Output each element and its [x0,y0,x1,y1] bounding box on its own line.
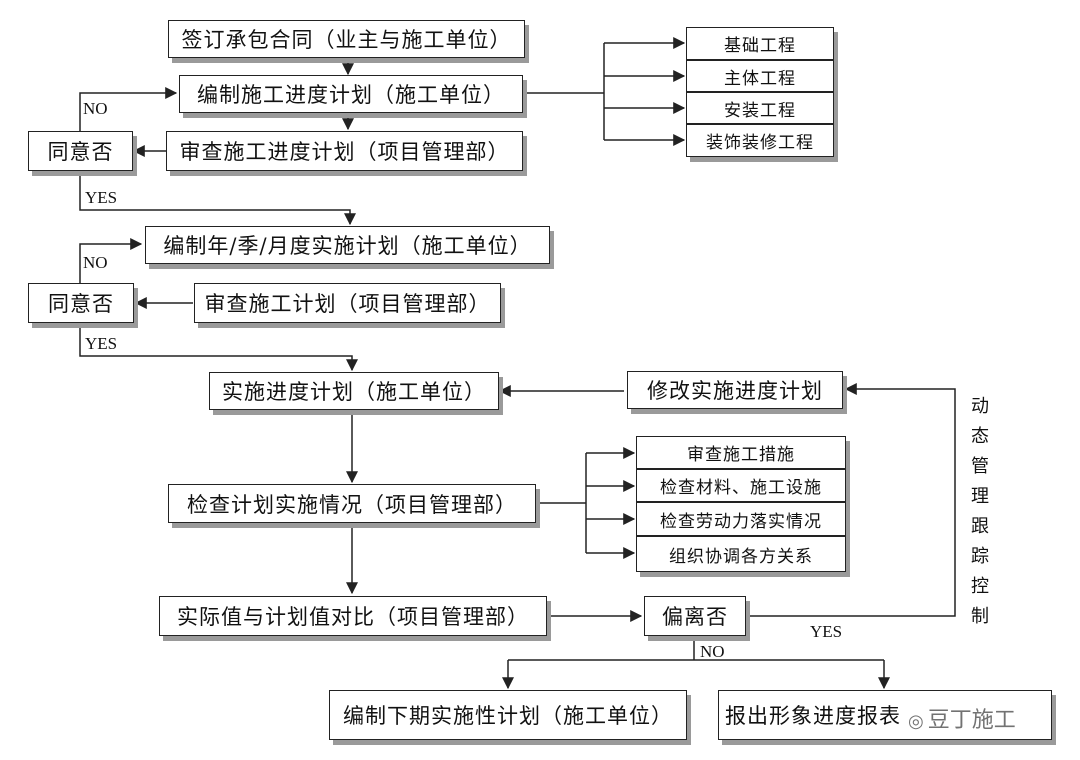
watermark-text: 豆丁施工 [927,707,1016,732]
progress-report-box: 报出形象进度报表 [718,690,1052,740]
agree-decision-box-1: 同意否 [28,131,133,171]
review-plan-box: 审查施工计划（项目管理部） [194,283,501,323]
work-item-main-structure: 主体工程 [686,60,834,92]
check-item-coordination: 组织协调各方关系 [636,536,846,572]
deviation-decision-box: 偏离否 [644,596,746,636]
agree-decision-box-2: 同意否 [28,283,134,323]
dynamic-tracking-label: 动态管理跟踪控制 [971,396,989,627]
sign-contract-box: 签订承包合同（业主与施工单位） [168,20,525,58]
yes-label-3: YES [810,622,843,641]
no-label-3: NO [700,642,725,661]
review-schedule-box: 审查施工进度计划（项目管理部） [166,131,523,171]
no-label-2: NO [83,253,108,272]
watermark: ◎豆丁施工 [908,702,1016,734]
next-period-plan-box: 编制下期实施性计划（施工单位） [329,690,687,740]
wechat-icon: ◎ [908,711,924,731]
yes-label-1: YES [85,188,118,207]
work-item-installation: 安装工程 [686,92,834,124]
revise-schedule-box: 修改实施进度计划 [627,371,843,409]
check-item-measures: 审查施工措施 [636,436,846,469]
yes-label-2: YES [85,334,118,353]
no-label-1: NO [83,99,108,118]
make-schedule-box: 编制施工进度计划（施工单位） [179,75,523,113]
check-item-labor: 检查劳动力落实情况 [636,502,846,536]
work-item-foundation: 基础工程 [686,27,834,60]
make-period-plan-box: 编制年/季/月度实施计划（施工单位） [145,226,550,264]
check-item-materials: 检查材料、施工设施 [636,469,846,502]
compare-values-box: 实际值与计划值对比（项目管理部） [159,596,547,636]
implement-schedule-box: 实施进度计划（施工单位） [209,372,499,410]
inspect-implementation-box: 检查计划实施情况（项目管理部） [168,484,536,523]
work-item-decoration: 装饰装修工程 [686,124,834,157]
